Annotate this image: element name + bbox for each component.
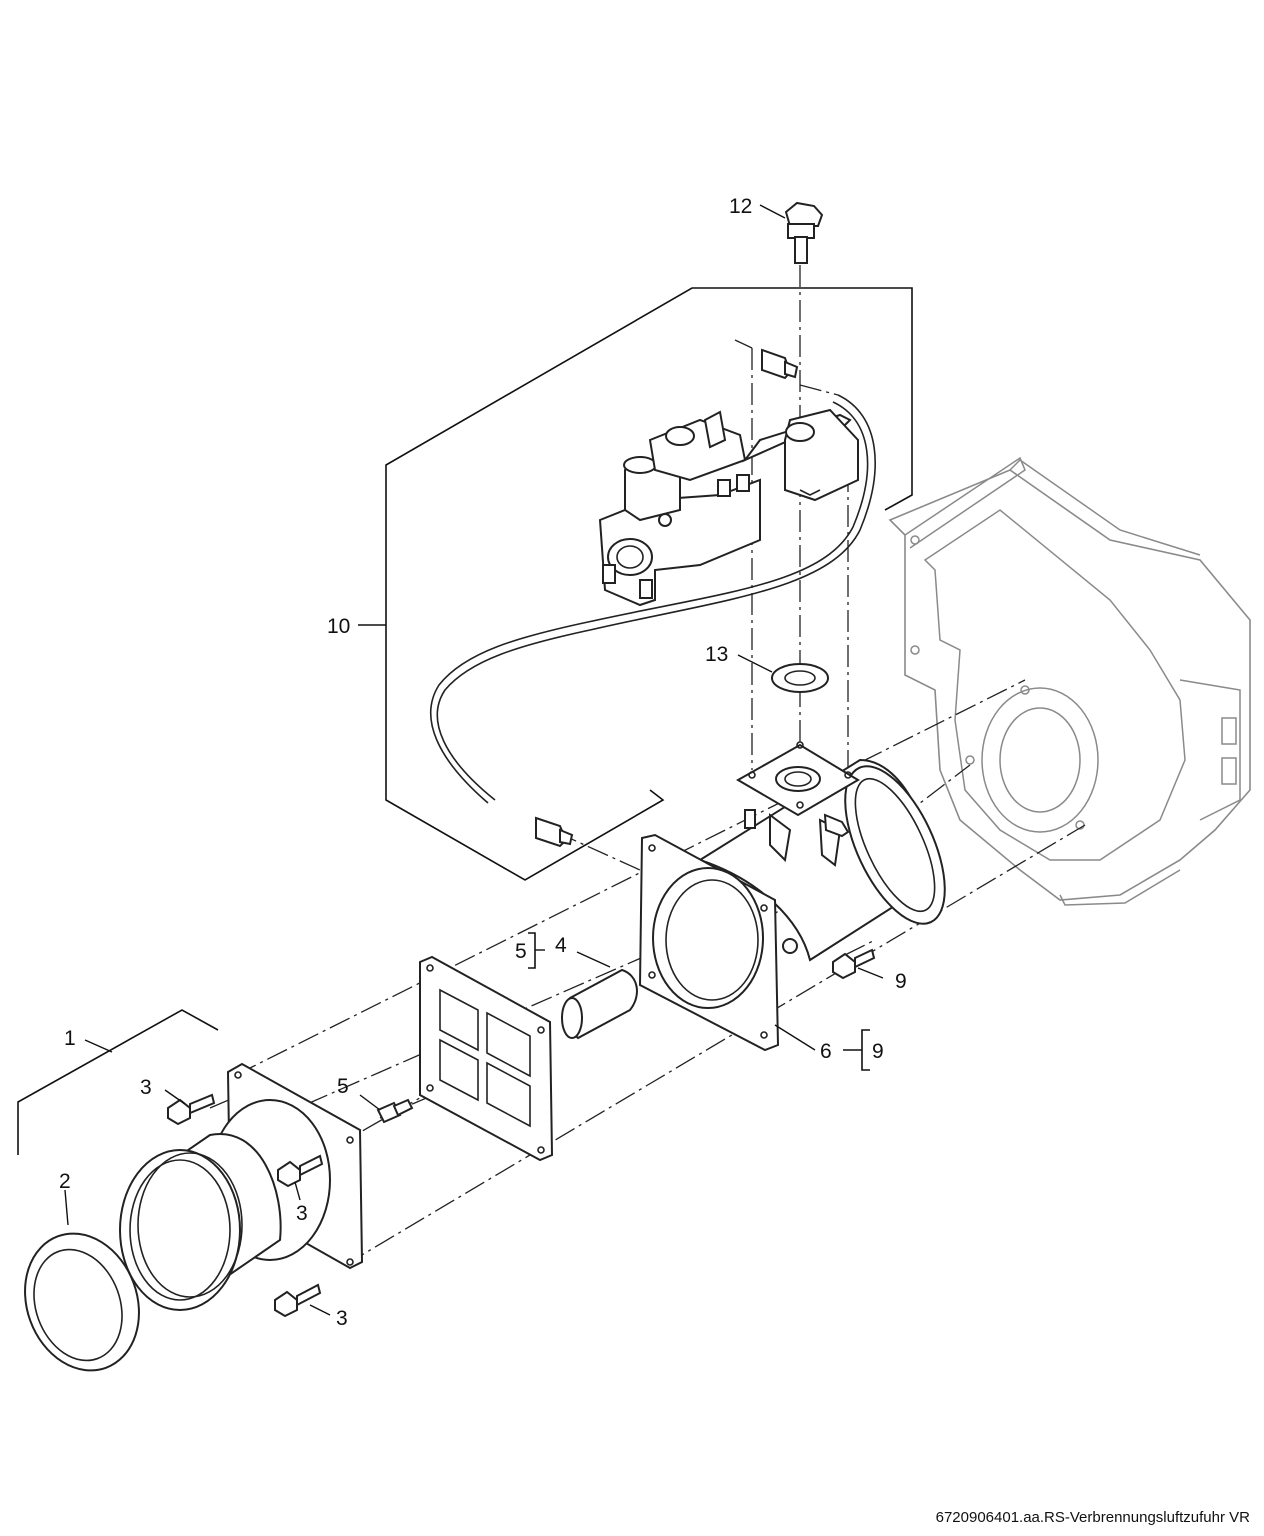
callout-12: 12 bbox=[729, 195, 752, 218]
callout-4: 4 bbox=[555, 934, 567, 957]
callout-2: 2 bbox=[59, 1170, 71, 1193]
screw-9 bbox=[832, 948, 876, 980]
callout-3-mid: 3 bbox=[296, 1202, 308, 1225]
grid-plate bbox=[419, 955, 554, 1162]
fan-housing bbox=[888, 456, 1251, 906]
callout-3-bottom: 3 bbox=[336, 1307, 348, 1330]
callout-6: 6 bbox=[820, 1040, 832, 1063]
callout-5-upper: 5 bbox=[515, 940, 527, 963]
pressure-tube bbox=[430, 394, 876, 804]
flange-plate-6 bbox=[638, 833, 780, 1052]
callout-13: 13 bbox=[705, 643, 728, 666]
callout-1: 1 bbox=[64, 1027, 76, 1050]
insert-4 bbox=[561, 968, 638, 1040]
callout-9-screw: 9 bbox=[895, 970, 907, 993]
callout-3-top: 3 bbox=[140, 1076, 152, 1099]
callout-5-lower: 5 bbox=[337, 1075, 349, 1098]
air-duct bbox=[697, 741, 946, 962]
group-bracket-10 bbox=[358, 287, 913, 881]
screw-3-mid bbox=[277, 1154, 324, 1188]
callouts: 12 10 13 5 4 9 6 9 1 3 5 3 2 3 bbox=[59, 195, 907, 1330]
screw-3-top bbox=[167, 1093, 216, 1126]
screw-3-bottom bbox=[274, 1283, 322, 1318]
fitting-bottom bbox=[535, 816, 574, 848]
group-bracket-1 bbox=[17, 1009, 219, 1155]
gas-valve bbox=[598, 408, 859, 607]
seal-ring-2 bbox=[24, 1232, 140, 1372]
figure-caption: 6720906401.aa.RS-Verbrennungsluftzufuhr … bbox=[935, 1509, 1250, 1526]
bracket-5-4 bbox=[528, 932, 545, 969]
bracket-6-9 bbox=[843, 1029, 870, 1071]
leader-lines bbox=[64, 204, 884, 1316]
screw-5 bbox=[376, 1098, 414, 1124]
intake-adapter-1 bbox=[119, 1062, 364, 1311]
callout-9-bracket: 9 bbox=[872, 1040, 884, 1063]
seal-13 bbox=[771, 663, 829, 693]
callout-10: 10 bbox=[327, 615, 350, 638]
plug-12 bbox=[784, 201, 824, 264]
fitting-top bbox=[761, 348, 799, 380]
